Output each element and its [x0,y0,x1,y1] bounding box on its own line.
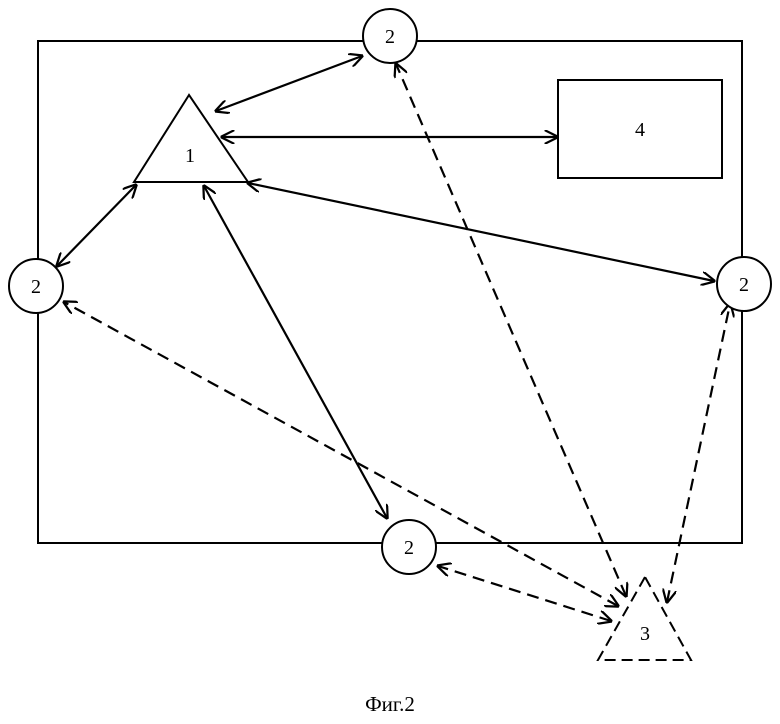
link-1-to-2-top [216,56,362,111]
block-4-label: 4 [635,119,645,141]
station-3-triangle [598,577,691,660]
link-1-to-2-bottom [204,186,387,518]
station-3-label: 3 [640,623,650,645]
terminal-2-right-label: 2 [739,274,749,296]
link-3-to-2-left [64,302,618,606]
link-3-to-2-right [667,304,730,602]
link-3-to-2-bottom [438,566,611,621]
link-1-to-2-left [57,185,136,266]
terminal-2-bottom-label: 2 [404,537,414,559]
station-1-label: 1 [185,145,195,167]
terminal-2-left-label: 2 [31,276,41,298]
figure-caption: Фиг.2 [0,692,780,717]
station-1-triangle [134,95,248,182]
link-1-to-2-right [248,183,714,281]
terminal-2-top-label: 2 [385,26,395,48]
